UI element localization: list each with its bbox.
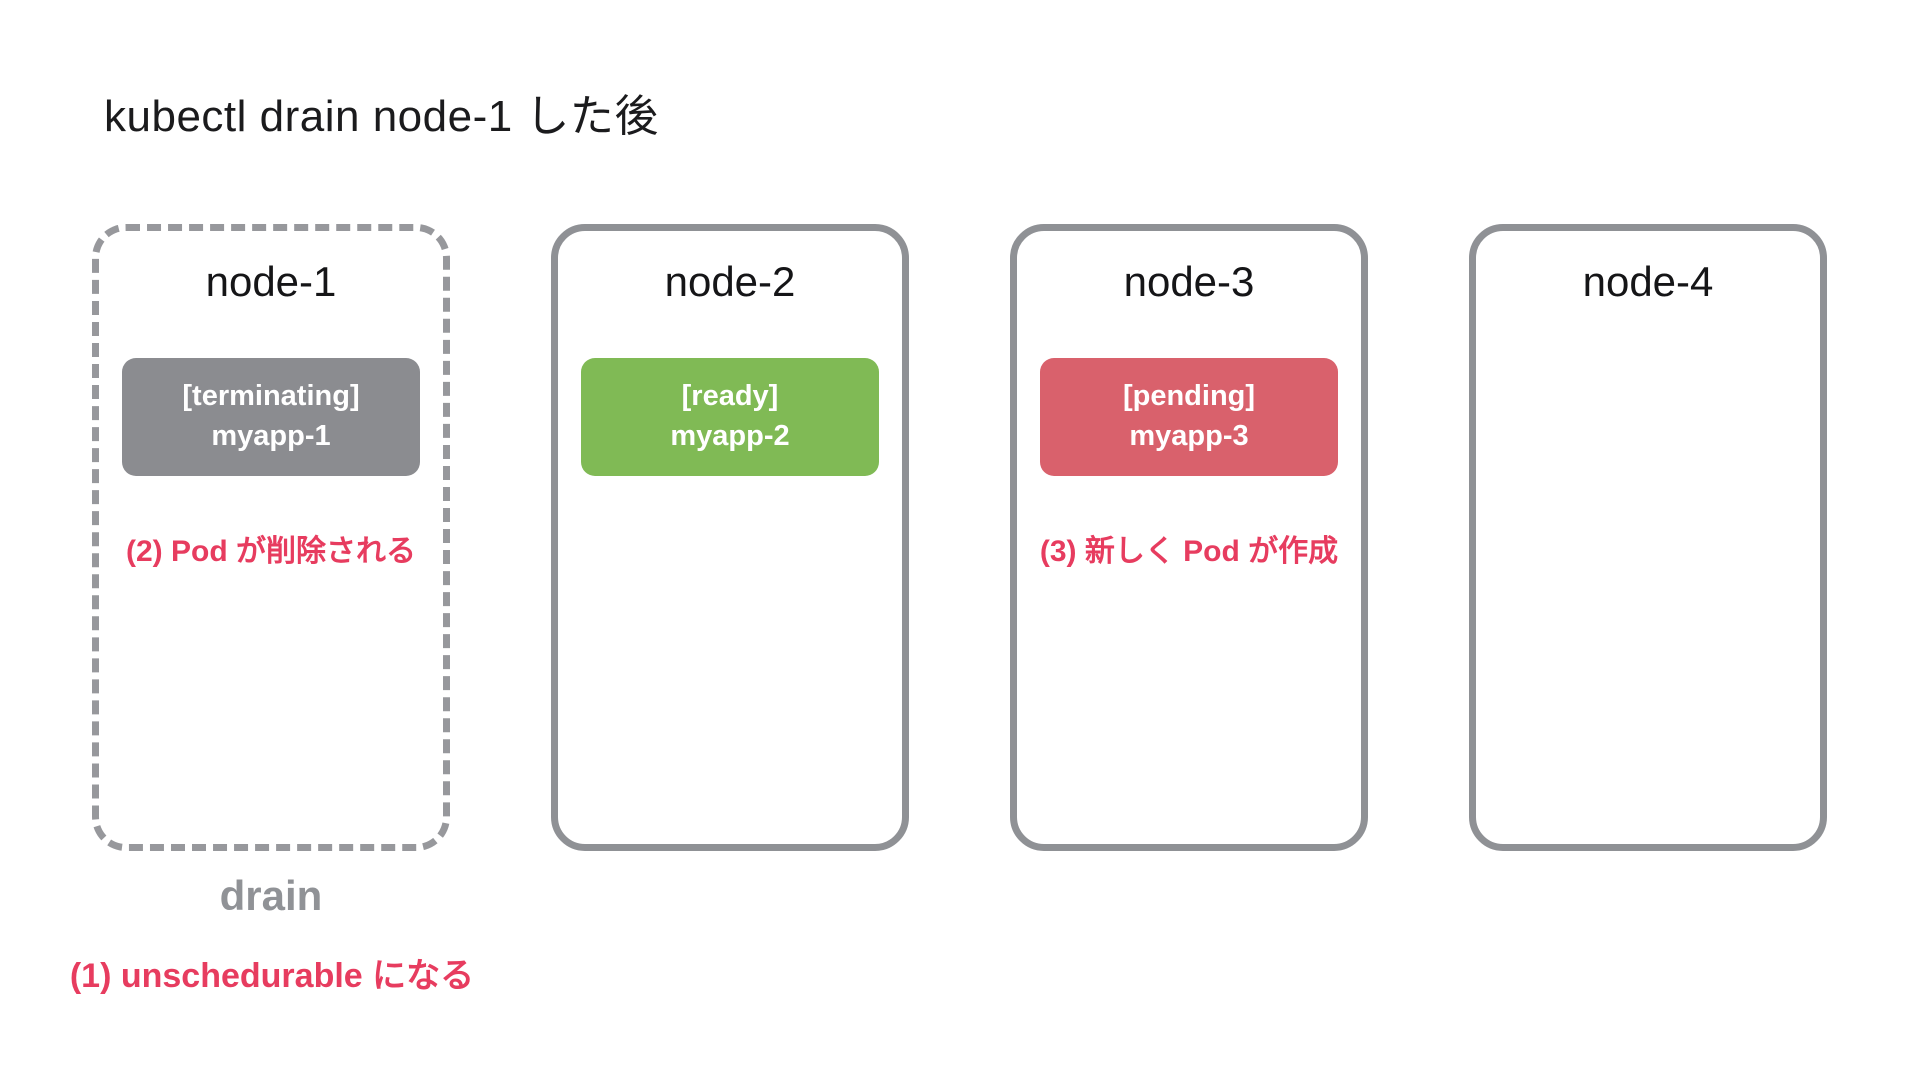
- node-4-title: node-4: [1582, 258, 1714, 305]
- node-2-box: node-2 [ready] myapp-2: [551, 224, 909, 851]
- node-2-title: node-2: [664, 258, 796, 305]
- pod-myapp-1: [terminating] myapp-1: [122, 357, 420, 476]
- annotation-pod-deleted: (2) Pod が削除される: [126, 534, 416, 568]
- annotation-unschedurable: (1) unschedurable になる: [69, 957, 475, 995]
- pod-myapp-3-name: myapp-3: [1129, 420, 1249, 453]
- node-3-box: node-3 [pending] myapp-3 (3) 新しく Pod が作成: [1010, 224, 1368, 851]
- pod-myapp-3: [pending] myapp-3: [1040, 357, 1338, 476]
- node-4-box: node-4: [1469, 224, 1827, 851]
- node-1-box: node-1 [terminating] myapp-1 (2) Pod が削除…: [92, 224, 450, 851]
- annotation-pod-created: (3) 新しく Pod が作成: [1039, 534, 1339, 568]
- pod-myapp-2-status: [ready]: [681, 379, 779, 412]
- pod-myapp-2-name: myapp-2: [670, 420, 790, 453]
- pod-myapp-1-name: myapp-1: [211, 420, 331, 453]
- pod-myapp-2: [ready] myapp-2: [581, 357, 879, 476]
- node-3-title: node-3: [1123, 258, 1255, 305]
- pod-myapp-3-status: [pending]: [1122, 379, 1256, 412]
- diagram-title: kubectl drain node-1 した後: [104, 92, 659, 141]
- node-1-title: node-1: [205, 258, 337, 305]
- drain-label: drain: [219, 872, 323, 919]
- pod-myapp-1-status: [terminating]: [182, 379, 360, 412]
- nodes-row: node-1 [terminating] myapp-1 (2) Pod が削除…: [92, 224, 1827, 851]
